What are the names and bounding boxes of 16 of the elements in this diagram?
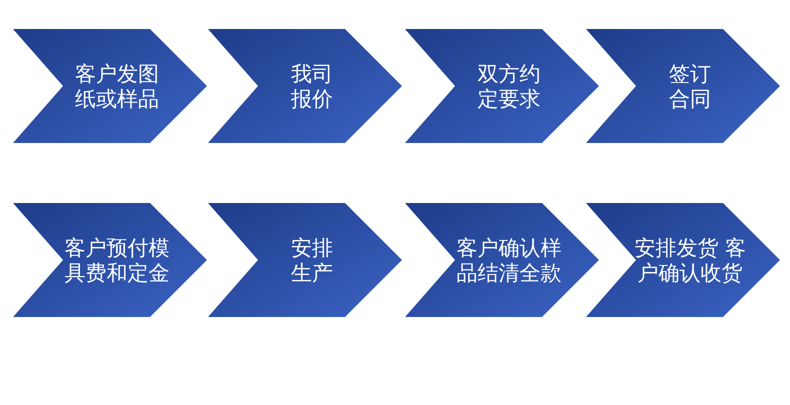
step-label: 我司报价 [290, 62, 334, 113]
chevron-step [13, 29, 207, 143]
chevron-step [405, 29, 599, 143]
step-label: 双方约定要求 [476, 62, 542, 113]
step-label: 客户发图纸或样品 [74, 62, 160, 113]
chevron-step [586, 29, 780, 143]
chevron-step [208, 29, 402, 143]
step-label: 客户预付模具费和定金 [64, 236, 171, 287]
step-label: 签订合同 [668, 62, 712, 113]
chevron-step [586, 203, 780, 317]
step-label: 安排发货 客户确认收货 [633, 236, 748, 287]
chevron-step [13, 203, 207, 317]
step-label: 安排生产 [290, 236, 334, 287]
step-label: 客户确认样品结清全款 [456, 236, 563, 287]
chevron-step [405, 203, 599, 317]
chevron-step [208, 203, 402, 317]
